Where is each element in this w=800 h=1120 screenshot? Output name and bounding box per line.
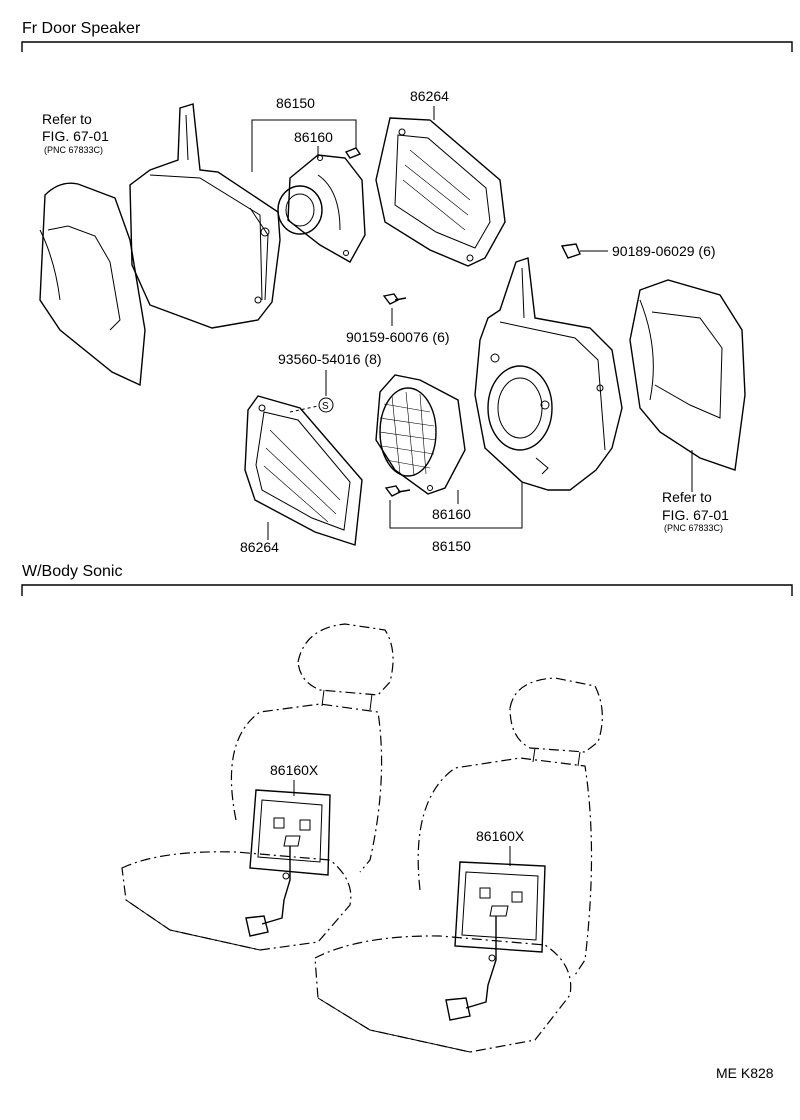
ref-right-line2: FIG. 67-01 <box>662 507 729 523</box>
s-marker-label: S <box>322 401 329 412</box>
screw-90159 <box>382 293 407 326</box>
part-86160x-left: 86160X <box>270 762 319 778</box>
part-86150-top: 86150 <box>276 95 315 111</box>
ref-right-line1: Refer to <box>662 489 712 505</box>
s-marker-circle <box>318 397 334 413</box>
part-86264-top: 86264 <box>410 88 449 104</box>
ref-left-line2: FIG. 67-01 <box>42 128 109 144</box>
part-93560: 93560-54016 (8) <box>278 351 382 367</box>
section-title-front-door: Fr Door Speaker <box>22 20 141 37</box>
top-grille-frame <box>375 117 506 267</box>
diagram-code: ME K828 <box>716 1065 774 1081</box>
part-86160-bottom: 86160 <box>432 506 471 522</box>
bottom-grille-frame <box>244 395 363 546</box>
ref-left-line1: Refer to <box>42 111 92 127</box>
part-90159: 90159-60076 (6) <box>346 329 450 345</box>
right-seat <box>314 677 603 1053</box>
section-frame-body-sonic <box>21 584 793 596</box>
leader-86150-top <box>251 119 357 172</box>
bottom-speaker-unit <box>375 374 466 495</box>
leader-86150-bottom <box>389 482 523 529</box>
section-frame-front-door <box>21 41 793 52</box>
top-screw <box>344 147 362 159</box>
clip-90189 <box>560 243 608 259</box>
left-trim-panel <box>39 182 146 387</box>
part-86160-top: 86160 <box>294 129 333 145</box>
left-speaker-enclosure <box>129 103 281 329</box>
part-86160x-right: 86160X <box>476 828 525 844</box>
right-body-sonic-transducer <box>445 861 546 1021</box>
part-90189: 90189-06029 (6) <box>612 243 716 259</box>
part-86264-bottom: 86264 <box>240 539 279 555</box>
bottom-screw <box>384 485 411 497</box>
section-title-body-sonic: W/Body Sonic <box>22 563 122 580</box>
right-trim-panel <box>629 279 746 471</box>
right-speaker-enclosure <box>474 257 623 491</box>
part-86150-bottom: 86150 <box>432 538 471 554</box>
top-speaker-unit <box>277 154 366 263</box>
leader-s-marker <box>289 405 319 413</box>
left-body-sonic-transducer <box>245 789 331 937</box>
ref-left-line3: (PNC 67833C) <box>44 145 103 155</box>
ref-right-line3: (PNC 67833C) <box>664 523 723 533</box>
left-seat <box>121 623 394 951</box>
